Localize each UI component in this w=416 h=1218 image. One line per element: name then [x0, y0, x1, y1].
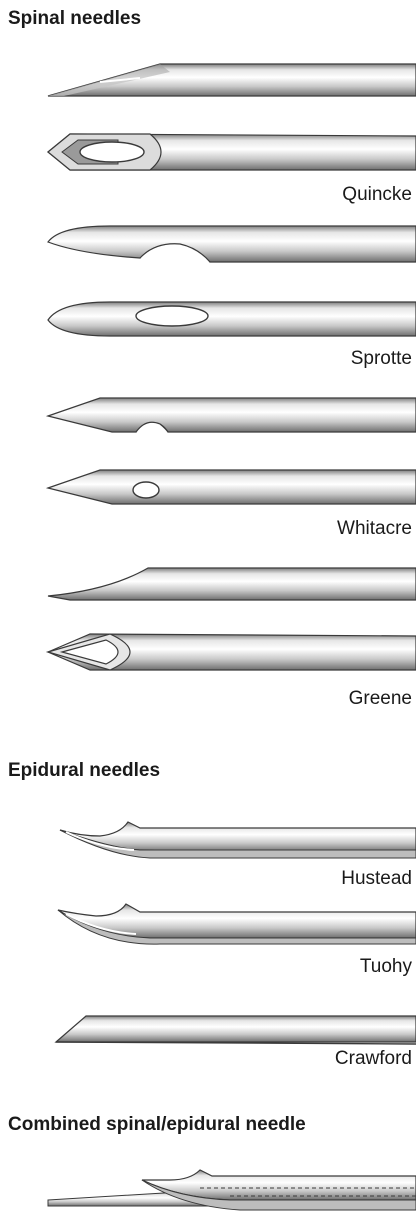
- section-heading-epidural: Epidural needles: [8, 760, 160, 782]
- tuohy-needle: [0, 902, 416, 952]
- crawford-needle: [0, 1008, 416, 1050]
- needle-label-sprotte: Sprotte: [351, 348, 412, 370]
- needle-label-hustead: Hustead: [341, 868, 412, 890]
- sprotte-top-view: [0, 296, 416, 342]
- needle-label-greene: Greene: [349, 688, 412, 710]
- needle-label-quincke: Quincke: [342, 184, 412, 206]
- needle-label-whitacre: Whitacre: [337, 518, 412, 540]
- sprotte-side-view: [0, 222, 416, 268]
- quincke-side-view: [0, 58, 416, 104]
- section-heading-spinal: Spinal needles: [8, 8, 141, 30]
- greene-side-view: [0, 560, 416, 606]
- greene-top-view: [0, 630, 416, 676]
- hustead-needle: [0, 820, 416, 868]
- section-heading-combined: Combined spinal/epidural needle: [8, 1114, 306, 1136]
- whitacre-top-view: [0, 464, 416, 510]
- whitacre-side-view: [0, 392, 416, 438]
- needle-label-tuohy: Tuohy: [360, 956, 412, 978]
- quincke-top-view: [0, 130, 416, 176]
- combined-spinal-epidural-needle: [0, 1166, 416, 1216]
- needle-label-crawford: Crawford: [335, 1048, 412, 1070]
